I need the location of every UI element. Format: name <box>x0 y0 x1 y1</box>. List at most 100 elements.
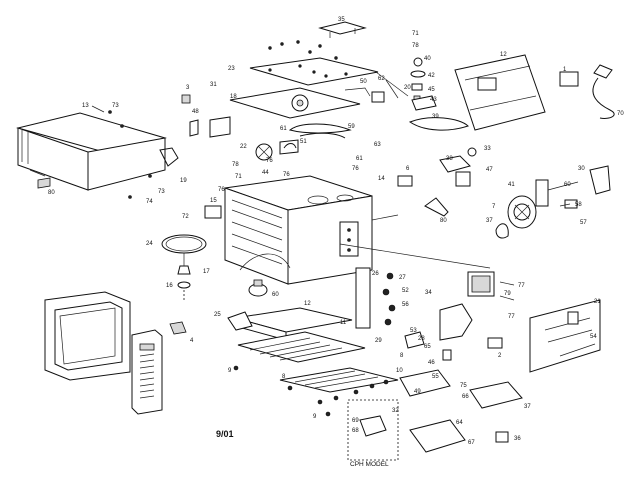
callout-57: 57 <box>580 220 587 226</box>
callout-80-left: 80 <box>48 190 55 196</box>
callout-53: 53 <box>410 328 417 334</box>
callout-76-mid: 76 <box>352 166 359 172</box>
callout-24: 24 <box>146 241 153 247</box>
date-code: 9/01 <box>216 429 234 439</box>
callout-46: 46 <box>428 360 435 366</box>
right-panel-part <box>529 299 601 373</box>
callout-65: 65 <box>424 344 431 350</box>
label-plate-part <box>204 205 222 219</box>
callout-69: 69 <box>352 418 359 424</box>
thermostat-part <box>589 165 611 195</box>
callout-32: 32 <box>392 408 399 414</box>
callout-15: 15 <box>210 198 217 204</box>
callout-36: 36 <box>514 436 521 442</box>
control-panel-part <box>131 329 163 415</box>
callout-42: 42 <box>428 73 435 79</box>
callout-77-b: 77 <box>508 314 515 320</box>
blower-fan-part <box>495 179 549 239</box>
clip-part <box>564 199 578 209</box>
callout-35: 35 <box>338 17 345 23</box>
callout-44: 44 <box>262 170 269 176</box>
callout-64: 64 <box>456 420 463 426</box>
callout-73-low: 73 <box>158 189 165 195</box>
callout-10: 10 <box>396 368 403 374</box>
latch-28-part <box>404 331 425 349</box>
callout-52: 52 <box>402 288 409 294</box>
waveguide-plate-part <box>229 87 361 119</box>
callout-72: 72 <box>182 214 189 220</box>
turntable-parts <box>161 234 207 302</box>
callout-41: 41 <box>508 182 515 188</box>
callout-25: 25 <box>214 312 221 318</box>
callout-55: 55 <box>432 374 439 380</box>
callout-34: 34 <box>425 290 432 296</box>
callout-58: 58 <box>575 202 582 208</box>
callout-2: 2 <box>498 353 502 359</box>
callout-39: 39 <box>432 114 439 120</box>
callout-8-b: 8 <box>282 374 286 380</box>
door-assembly-part <box>44 291 131 381</box>
power-cord-part <box>559 64 615 119</box>
fuse-part <box>442 349 452 361</box>
callout-60-low: 60 <box>272 292 279 298</box>
callout-48: 48 <box>192 109 199 115</box>
callout-30: 30 <box>578 166 585 172</box>
small-parts-left <box>181 94 231 138</box>
callout-71-mid: 71 <box>235 174 242 180</box>
callout-60-right: 60 <box>564 182 571 188</box>
callout-80-mid: 80 <box>440 218 447 224</box>
callout-74: 74 <box>146 199 153 205</box>
callout-31: 31 <box>210 82 217 88</box>
callout-78: 78 <box>412 43 419 49</box>
heater-element-part <box>288 123 352 139</box>
callout-3: 3 <box>186 85 190 91</box>
door-switch-parts <box>355 267 396 329</box>
stirrer-parts <box>410 57 437 111</box>
turntable-motor-part <box>248 279 268 297</box>
callout-70: 70 <box>617 111 624 117</box>
callout-66: 66 <box>462 394 469 400</box>
callout-18: 18 <box>230 94 237 100</box>
cph-model-parts <box>347 369 523 461</box>
callout-27: 27 <box>399 275 406 281</box>
callout-12-top: 12 <box>500 52 507 58</box>
top-screws <box>268 40 338 60</box>
callout-8-a: 8 <box>400 353 404 359</box>
callout-76-top: 76 <box>266 158 273 164</box>
callout-37-low: 37 <box>524 404 531 410</box>
callout-56: 56 <box>402 302 409 308</box>
callout-75: 75 <box>460 383 467 389</box>
callout-14: 14 <box>378 176 385 182</box>
label-2-part <box>487 337 503 349</box>
callout-43: 43 <box>430 97 437 103</box>
callout-54: 54 <box>590 334 597 340</box>
callout-45: 45 <box>428 87 435 93</box>
callout-78-mid: 78 <box>232 162 239 168</box>
base-pan-part <box>237 331 366 363</box>
callout-76-left: 76 <box>283 172 290 178</box>
latch-part <box>169 321 187 335</box>
callout-51: 51 <box>300 139 307 145</box>
callout-77-a: 77 <box>518 283 525 289</box>
callout-73-top: 73 <box>112 103 119 109</box>
back-panel-part <box>454 54 546 131</box>
callout-61-mid: 61 <box>356 156 363 162</box>
sensor-bracket-part <box>344 87 385 103</box>
callout-12-low: 12 <box>304 301 311 307</box>
transformer-part <box>467 271 495 297</box>
callout-40: 40 <box>424 56 431 62</box>
top-plate-part <box>249 57 379 86</box>
callout-47: 47 <box>486 167 493 173</box>
callout-9-a: 9 <box>228 368 232 374</box>
leader-lines <box>91 71 579 301</box>
callout-61-top: 61 <box>280 126 287 132</box>
oven-cavity-part <box>224 175 373 285</box>
belt-part <box>408 117 469 131</box>
callout-63: 63 <box>374 142 381 148</box>
callout-11: 11 <box>340 320 347 326</box>
outer-cabinet-part <box>16 112 167 191</box>
callout-6: 6 <box>406 166 410 172</box>
bracket-part <box>318 21 367 38</box>
callout-labels: 35 71 78 40 42 45 20 43 12 1 70 23 62 50… <box>48 17 624 468</box>
